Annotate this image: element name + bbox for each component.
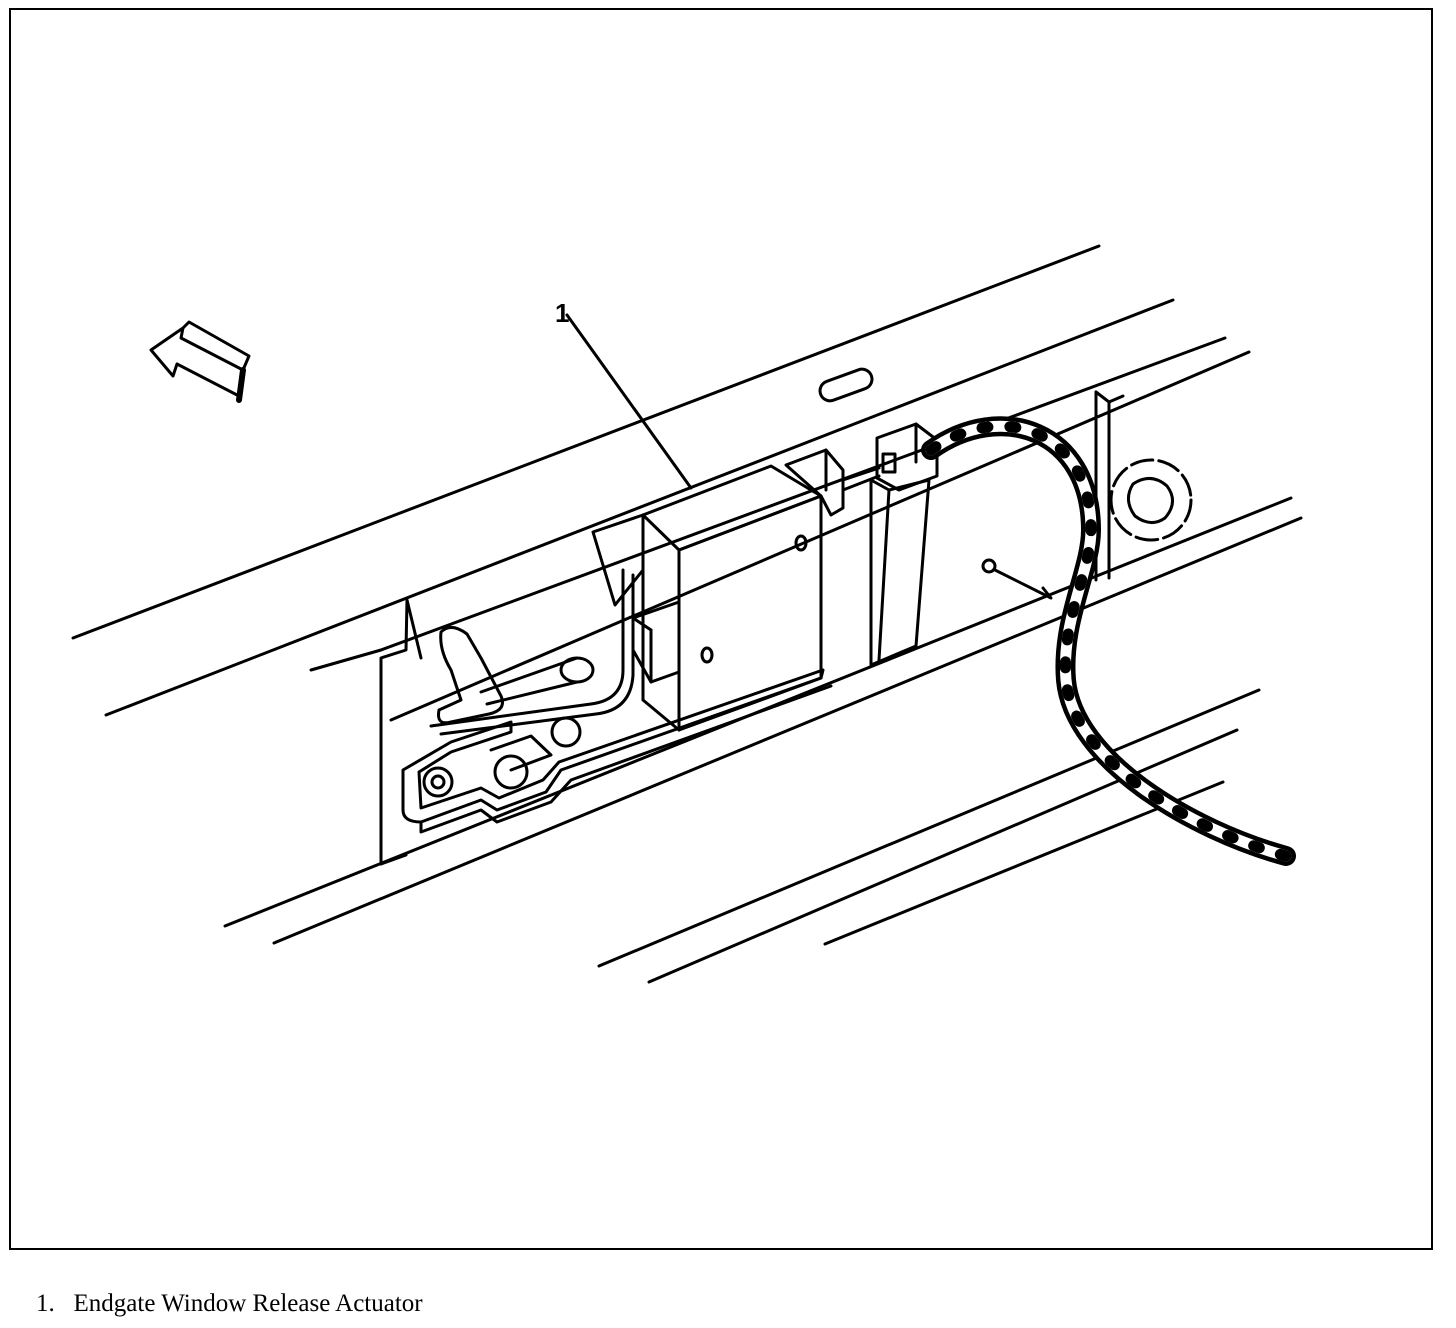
callout-leader bbox=[565, 313, 693, 490]
panel-line bbox=[597, 688, 1261, 968]
harness-clip bbox=[981, 558, 997, 574]
panel-line bbox=[272, 516, 1303, 945]
wiring-harness bbox=[921, 416, 1296, 866]
recess-plate bbox=[379, 598, 423, 866]
direction-arrow-icon bbox=[149, 326, 245, 398]
legend: 1. Endgate Window Release Actuator bbox=[36, 1290, 423, 1318]
latch-hook bbox=[437, 626, 504, 725]
panel-line bbox=[309, 648, 383, 672]
endgate-diagram bbox=[71, 244, 1303, 984]
actuator-bracket bbox=[591, 513, 645, 607]
latch-bolt bbox=[493, 754, 529, 790]
latch-bolt bbox=[422, 766, 454, 798]
latch-bolt bbox=[550, 716, 582, 748]
access-cover bbox=[1109, 458, 1193, 542]
panel-line bbox=[647, 728, 1239, 984]
legend-item-number: 1. bbox=[36, 1290, 55, 1317]
slot-oval bbox=[818, 367, 874, 403]
panel-line bbox=[71, 244, 1101, 640]
panel-line bbox=[379, 336, 1227, 652]
legend-item-label: Endgate Window Release Actuator bbox=[73, 1290, 423, 1317]
callout-number: 1 bbox=[555, 298, 570, 328]
diagram-frame: 1 bbox=[9, 8, 1433, 1250]
mount-plate bbox=[869, 478, 931, 667]
actuator-rod bbox=[429, 568, 625, 728]
panel-line bbox=[104, 298, 1175, 717]
latch-base bbox=[401, 668, 825, 824]
actuator-box-top bbox=[641, 464, 823, 552]
